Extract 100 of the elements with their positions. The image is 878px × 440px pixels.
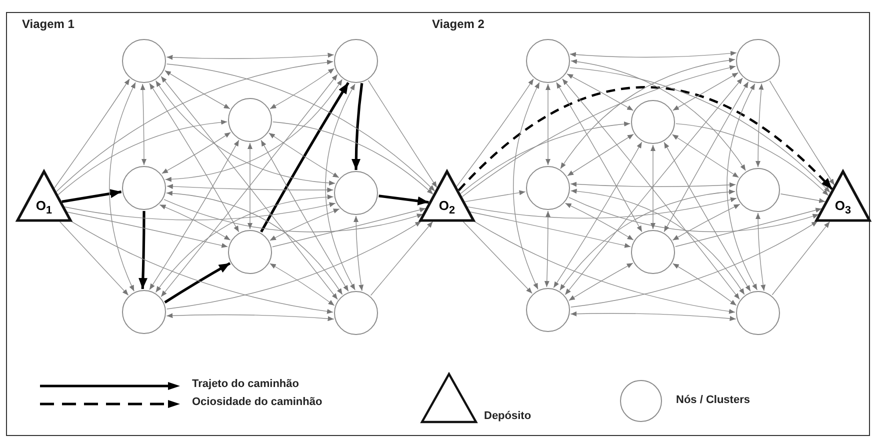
cluster-node xyxy=(228,98,272,142)
double-arrow xyxy=(164,70,230,110)
double-arrow xyxy=(268,132,340,178)
depot-label: O$_{2}$ xyxy=(438,198,456,217)
double-arrow xyxy=(166,191,343,295)
arrow xyxy=(676,123,829,196)
double-arrow xyxy=(664,81,749,232)
legend-label: Ociosidade do caminhão xyxy=(192,396,322,408)
cluster-node xyxy=(334,171,378,215)
double-arrow xyxy=(109,82,136,292)
double-arrow xyxy=(166,184,334,192)
trip-heading: Viagem 1 xyxy=(22,17,74,31)
double-arrow xyxy=(544,210,550,288)
bold-arrow xyxy=(62,189,122,203)
arrow xyxy=(674,208,822,247)
arrow xyxy=(272,122,434,195)
arrow xyxy=(59,221,129,296)
double-arrow xyxy=(546,84,550,166)
double-arrow xyxy=(149,140,240,290)
double-arrow xyxy=(566,74,634,111)
cluster-node xyxy=(736,39,780,83)
cluster-node xyxy=(122,290,166,334)
double-arrow xyxy=(325,84,356,290)
double-arrow xyxy=(672,134,740,178)
double-arrow xyxy=(270,208,340,241)
arrow xyxy=(467,197,737,219)
arrow xyxy=(58,120,228,196)
double-arrow xyxy=(556,82,642,232)
double-arrow xyxy=(664,142,751,292)
double-arrow xyxy=(650,144,656,230)
arrow xyxy=(470,212,631,248)
arrow xyxy=(769,80,835,186)
arrow xyxy=(54,78,130,188)
arrow xyxy=(166,220,422,310)
cluster-node xyxy=(526,166,570,210)
arrow xyxy=(570,67,830,193)
double-arrow xyxy=(570,50,737,58)
double-arrow xyxy=(570,311,736,321)
arrow xyxy=(272,207,426,248)
depot-triangle xyxy=(815,170,871,222)
cluster-node xyxy=(526,288,570,332)
cluster-node xyxy=(122,39,166,83)
cluster-node xyxy=(334,291,378,335)
cluster-node xyxy=(631,100,675,144)
bold-arrow xyxy=(164,262,231,304)
double-arrow xyxy=(756,83,764,168)
bold-arrow xyxy=(352,83,364,170)
double-arrow xyxy=(567,134,634,176)
cluster-node xyxy=(736,291,780,335)
double-arrow xyxy=(513,82,540,290)
depot-label: O$_{1}$ xyxy=(34,198,54,217)
double-arrow xyxy=(553,142,642,288)
cluster-node xyxy=(736,168,780,212)
legend-label: Nós / Clusters xyxy=(676,394,750,406)
double-arrow xyxy=(564,202,634,240)
arrow xyxy=(64,202,336,220)
double-arrow xyxy=(140,84,146,166)
arrow xyxy=(166,64,436,192)
arrow xyxy=(462,65,736,197)
arrow xyxy=(368,80,438,188)
double-arrow xyxy=(166,313,334,322)
cluster-node xyxy=(334,39,378,83)
arrow xyxy=(70,220,334,314)
double-arrow xyxy=(162,132,231,174)
trip-heading: Viagem 2 xyxy=(432,17,484,31)
double-arrow xyxy=(354,216,364,292)
cluster-node xyxy=(122,166,166,210)
double-arrow xyxy=(155,194,334,293)
arrow xyxy=(772,221,830,296)
double-arrow xyxy=(568,262,634,301)
double-arrow xyxy=(672,72,739,111)
dashed-arrow xyxy=(458,86,833,192)
double-arrow xyxy=(270,68,335,110)
depot-triangle xyxy=(419,170,475,222)
double-arrow xyxy=(159,204,231,240)
cluster-node xyxy=(526,39,570,83)
double-arrow xyxy=(149,82,240,232)
arrow xyxy=(460,122,630,194)
double-arrow xyxy=(726,83,758,290)
bold-arrow xyxy=(260,82,350,233)
arrow xyxy=(164,199,424,232)
cluster-node xyxy=(228,230,272,274)
double-arrow xyxy=(570,182,736,188)
depot-label: O$_{3}$ xyxy=(834,198,852,217)
depot-triangle xyxy=(16,170,72,222)
legend-label: Depósito xyxy=(484,410,532,422)
bold-arrow xyxy=(378,194,429,206)
cluster-node xyxy=(631,230,675,274)
bold-arrow xyxy=(138,211,148,290)
arrow xyxy=(474,220,736,314)
double-arrow xyxy=(672,263,737,306)
arrow xyxy=(462,221,532,294)
arrow xyxy=(456,78,534,187)
arrow xyxy=(56,60,334,192)
double-arrow xyxy=(248,142,252,230)
double-arrow xyxy=(756,212,766,292)
legend-label: Trajeto do caminhão xyxy=(192,378,299,390)
arrow xyxy=(780,194,826,204)
arrow xyxy=(570,220,818,308)
arrow xyxy=(66,212,228,248)
